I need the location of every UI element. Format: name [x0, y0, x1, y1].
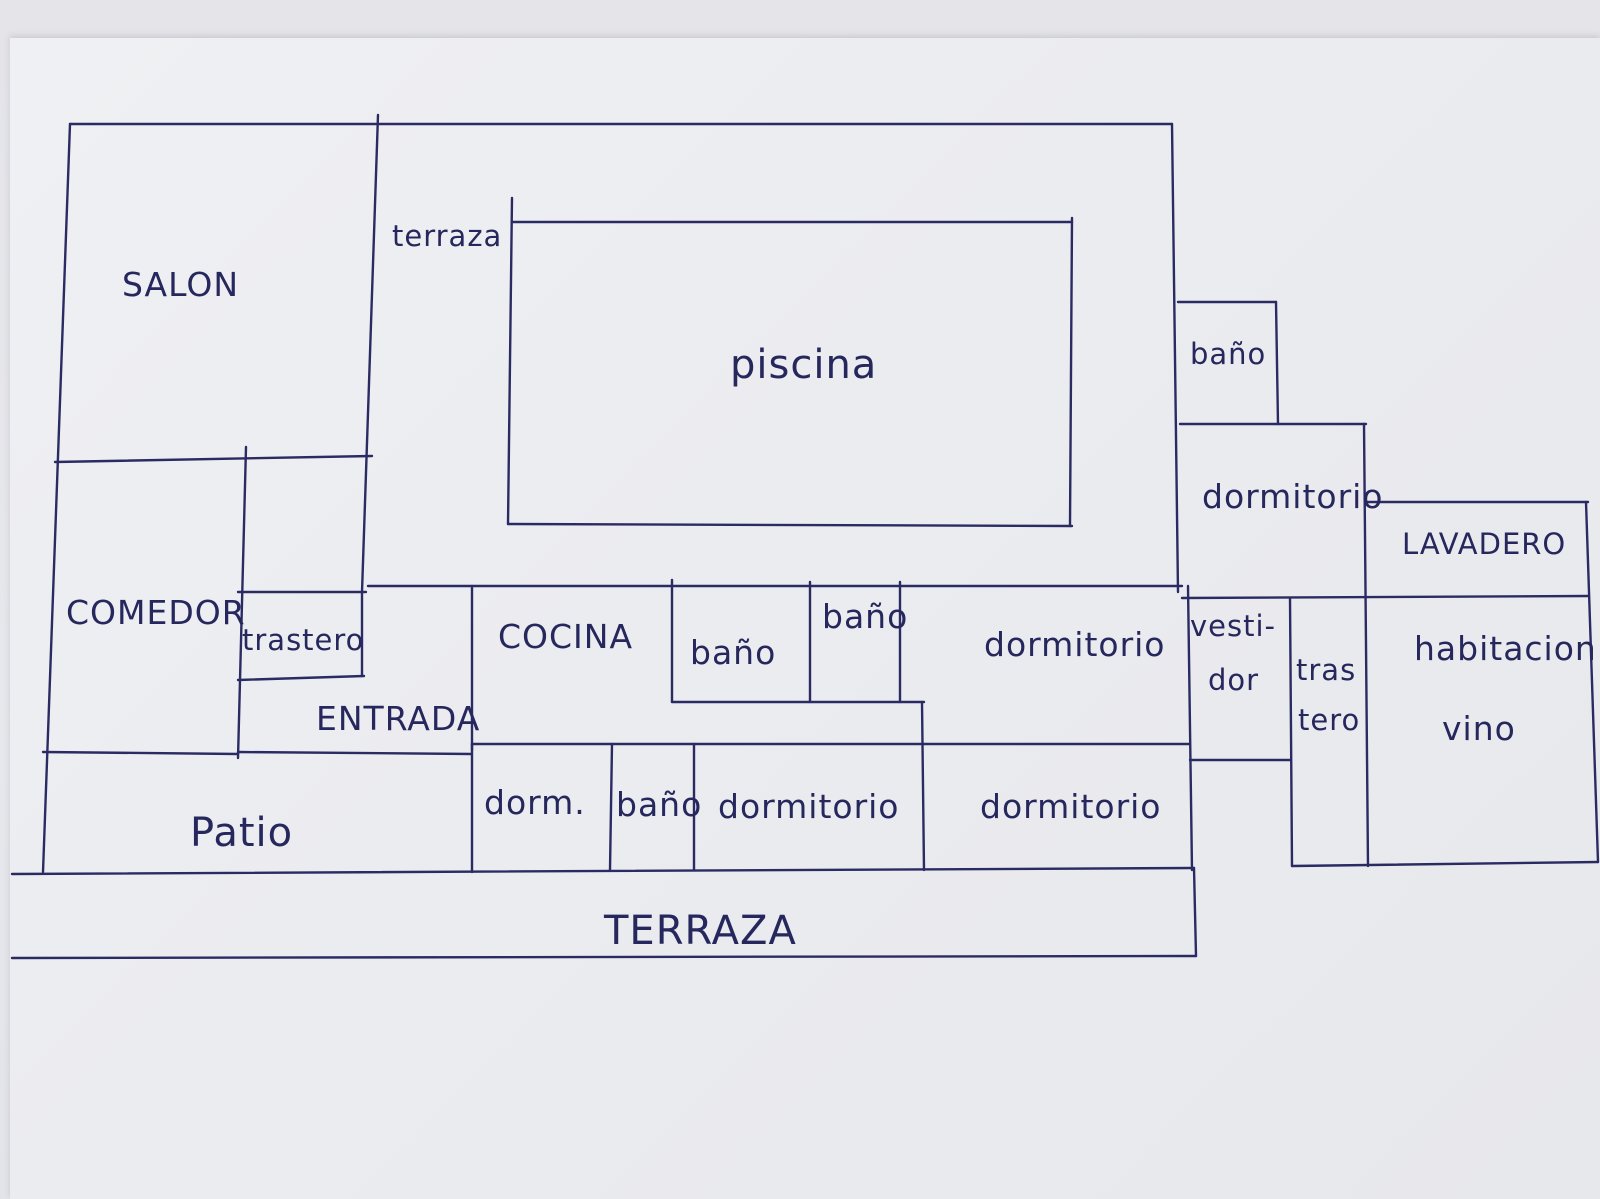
label-entrada: ENTRADA — [316, 699, 480, 738]
label-lavadero: LAVADERO — [1402, 527, 1566, 561]
label-salon: SALON — [122, 265, 239, 304]
label-terraza-bottom: TERRAZA — [603, 908, 797, 954]
paper-sheet — [10, 38, 1600, 1199]
label-dormitorio-bottom-1: dormitorio — [718, 787, 900, 826]
label-dormitorio-right-upper: dormitorio — [1202, 477, 1384, 516]
label-trastero-left: trastero — [242, 623, 364, 657]
label-comedor: COMEDOR — [66, 593, 246, 632]
label-trastero-right-1: tras — [1296, 653, 1356, 687]
label-vestidor-1: vesti- — [1190, 609, 1276, 643]
label-bano-center-2: baño — [822, 597, 908, 636]
label-dormitorio-bottom-2: dormitorio — [980, 787, 1162, 826]
label-patio: Patio — [190, 810, 293, 856]
label-bano-top-right: baño — [1190, 337, 1266, 371]
label-habitacion-vino-2: vino — [1442, 709, 1516, 748]
label-habitacion-vino-1: habitacion — [1414, 629, 1597, 668]
label-dorm-small: dorm. — [484, 783, 586, 822]
label-bano-center-1: baño — [690, 633, 776, 672]
label-vestidor-2: dor — [1208, 663, 1259, 697]
label-terraza-top: terraza — [392, 219, 502, 253]
room-labels: SALON terraza piscina baño dormitorio LA… — [66, 219, 1597, 954]
label-bano-bottom: baño — [616, 785, 702, 824]
label-trastero-right-2: tero — [1298, 703, 1360, 737]
label-dormitorio-center-upper: dormitorio — [984, 625, 1166, 664]
label-cocina: COCINA — [498, 617, 633, 656]
walls — [10, 113, 1600, 960]
label-piscina: piscina — [730, 342, 877, 388]
